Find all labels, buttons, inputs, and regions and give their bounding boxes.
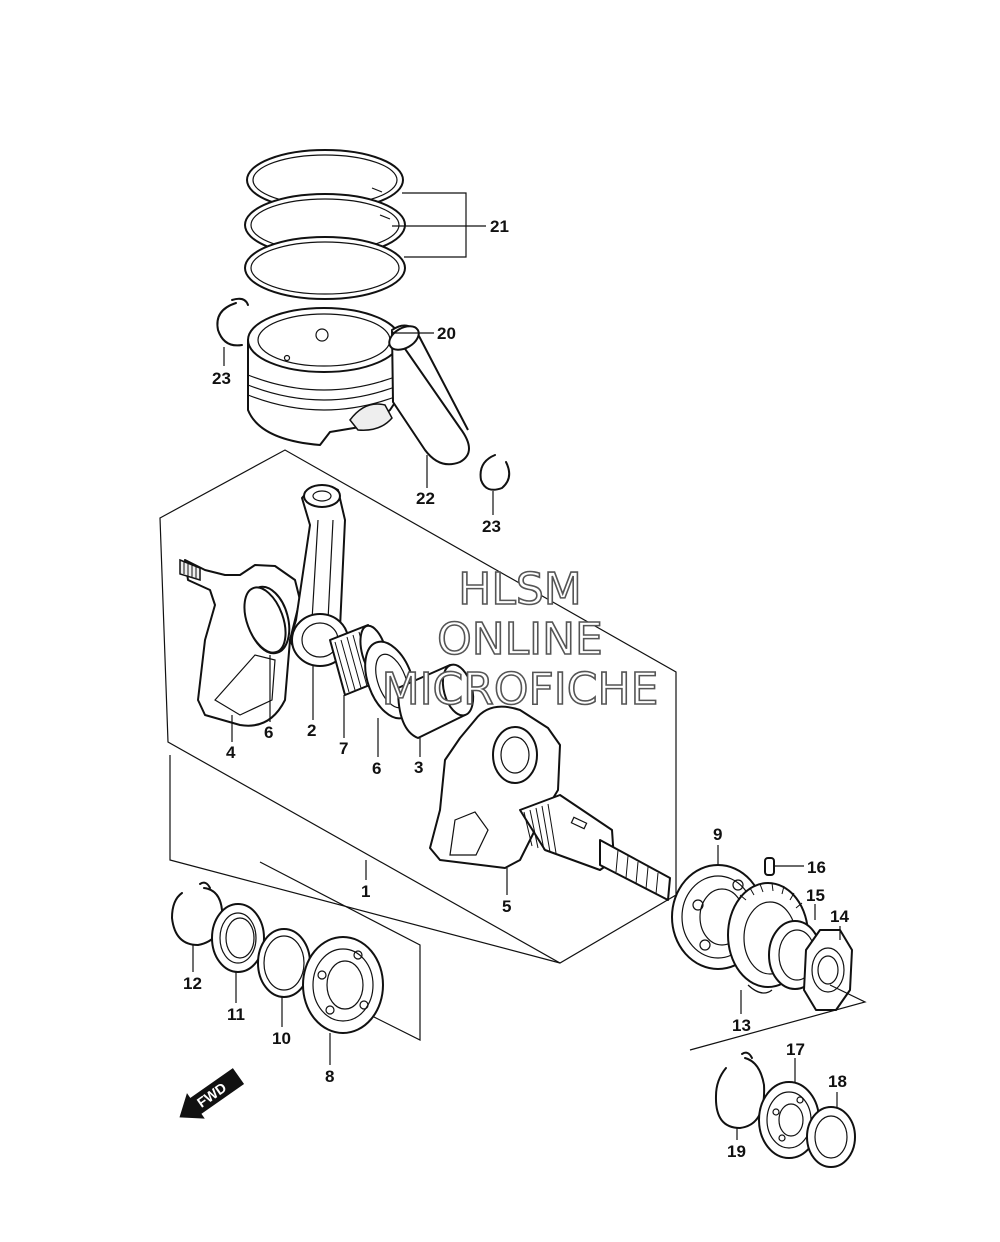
crankshaft-right-shaft <box>519 794 671 901</box>
callout-10[interactable]: 10 <box>272 1029 291 1048</box>
watermark-line-3: MICROFICHE <box>382 664 659 715</box>
thrust-washer-left <box>243 586 287 654</box>
callout-5[interactable]: 5 <box>502 897 511 916</box>
callout-23-upper[interactable]: 23 <box>212 369 231 388</box>
leader-lines <box>192 192 841 1140</box>
callout-4[interactable]: 4 <box>226 743 236 762</box>
fwd-arrow-icon: FWD <box>179 1068 245 1119</box>
watermark: HLSM ONLINE MICROFICHE <box>381 563 659 716</box>
callout-3[interactable]: 3 <box>414 758 423 777</box>
callout-17[interactable]: 17 <box>786 1040 805 1059</box>
wrist-pin <box>388 324 470 466</box>
callout-15[interactable]: 15 <box>806 886 825 905</box>
callout-8[interactable]: 8 <box>325 1067 334 1086</box>
oil-seal-18 <box>806 1106 856 1168</box>
callout-6-right[interactable]: 6 <box>372 759 381 778</box>
callout-2[interactable]: 2 <box>307 721 316 740</box>
callout-7[interactable]: 7 <box>339 739 348 758</box>
crank-pin <box>397 663 475 739</box>
piston <box>247 307 401 446</box>
oil-seal-11 <box>211 903 265 973</box>
nut-14 <box>803 929 853 1011</box>
watermark-line-2: ONLINE <box>437 614 603 665</box>
callouts: 21 20 23 22 23 4 6 2 7 6 3 1 5 9 16 15 1… <box>183 217 849 1161</box>
callout-21[interactable]: 21 <box>490 217 509 236</box>
callout-11[interactable]: 11 <box>227 1005 245 1024</box>
connecting-rod <box>289 484 349 667</box>
callout-6-left[interactable]: 6 <box>264 723 273 742</box>
key-16 <box>764 857 775 876</box>
lower-right-group-outline <box>689 984 867 1051</box>
circlip-upper <box>216 297 249 347</box>
ball-bearing-8 <box>302 936 384 1034</box>
callout-23-lower[interactable]: 23 <box>482 517 501 536</box>
snap-ring-12 <box>171 881 224 946</box>
callout-13[interactable]: 13 <box>732 1016 751 1035</box>
piston-rings <box>244 149 406 300</box>
callout-18[interactable]: 18 <box>828 1072 847 1091</box>
callout-9[interactable]: 9 <box>713 825 722 844</box>
callout-1[interactable]: 1 <box>361 882 370 901</box>
watermark-line-1: HLSM <box>458 564 582 615</box>
callout-12[interactable]: 12 <box>183 974 202 993</box>
callout-22[interactable]: 22 <box>416 489 435 508</box>
snap-ring-19 <box>714 1051 766 1129</box>
callout-19[interactable]: 19 <box>727 1142 746 1161</box>
circlip-right <box>479 454 511 491</box>
callout-16[interactable]: 16 <box>807 858 826 877</box>
callout-20[interactable]: 20 <box>437 324 456 343</box>
callout-14[interactable]: 14 <box>830 907 849 926</box>
bearing-group-outline <box>259 861 421 1041</box>
